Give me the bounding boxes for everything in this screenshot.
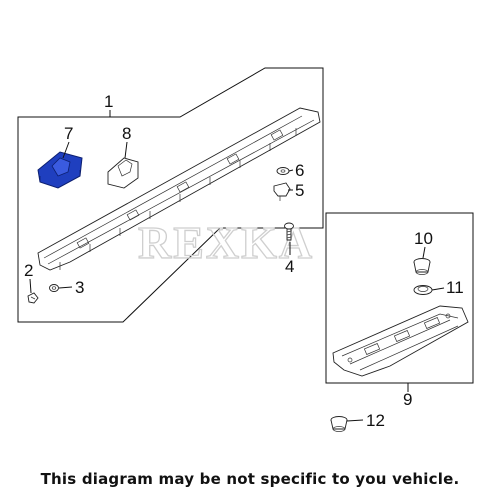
group-box-9-rect bbox=[325, 212, 474, 384]
grommet-part-11 bbox=[413, 285, 433, 295]
splash-shield-part-9 bbox=[332, 305, 469, 377]
callout-11: 11 bbox=[446, 278, 464, 297]
clip-part-5 bbox=[273, 182, 291, 201]
screw-part-2 bbox=[27, 292, 39, 304]
watermark-text: REXKA bbox=[138, 217, 314, 268]
group-box-1 bbox=[17, 67, 324, 323]
callout-5: 5 bbox=[295, 181, 304, 200]
callout-12: 12 bbox=[366, 411, 385, 430]
leader-lines bbox=[29, 110, 445, 422]
callout-10: 10 bbox=[414, 229, 433, 248]
clip-part-12 bbox=[330, 416, 348, 432]
callout-1: 1 bbox=[104, 92, 113, 111]
callout-7: 7 bbox=[64, 124, 73, 143]
disclaimer-text: This diagram may be not specific to you … bbox=[40, 470, 460, 488]
nut-part-3 bbox=[49, 284, 59, 292]
callout-6: 6 bbox=[295, 161, 304, 180]
bracket-part-8 bbox=[107, 157, 139, 189]
washer-part-6 bbox=[276, 167, 290, 175]
clip-part-10 bbox=[413, 258, 431, 275]
rocker-panel-part bbox=[37, 107, 321, 271]
screw-part-4 bbox=[284, 222, 294, 241]
callout-3: 3 bbox=[75, 278, 84, 297]
clip-part-7 bbox=[37, 151, 83, 189]
callout-2: 2 bbox=[24, 261, 33, 280]
callout-4: 4 bbox=[285, 257, 294, 276]
callout-8: 8 bbox=[122, 124, 131, 143]
callout-9: 9 bbox=[403, 390, 412, 409]
